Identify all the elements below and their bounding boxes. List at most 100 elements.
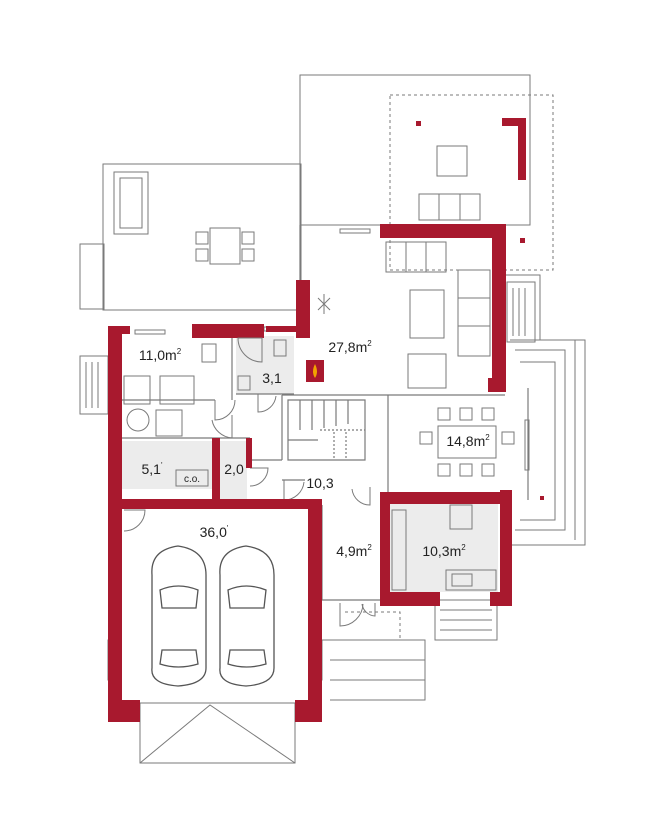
kitchen-steps-lines bbox=[440, 609, 492, 631]
office-desk bbox=[159, 375, 195, 405]
wall-garage-top bbox=[122, 499, 310, 509]
front-door-left bbox=[339, 603, 364, 627]
window-dining bbox=[524, 419, 530, 471]
sofa-top-lines bbox=[405, 242, 427, 272]
cars bbox=[151, 545, 275, 687]
dining-chair-2 bbox=[459, 407, 473, 421]
room-label-bathroom: 3,1 bbox=[262, 370, 282, 386]
post-1 bbox=[416, 121, 421, 126]
room-label-office: 11,0m2 bbox=[139, 347, 182, 363]
armchair bbox=[407, 353, 447, 389]
garage-driveway bbox=[139, 702, 296, 764]
wall-garage-east bbox=[308, 499, 322, 722]
post-2 bbox=[520, 238, 525, 243]
wall-pergola-post-1 bbox=[502, 118, 526, 126]
vestibule-door bbox=[351, 487, 371, 506]
terrace-chair-2 bbox=[195, 248, 209, 262]
room-label-storage: 2,0 bbox=[224, 461, 244, 477]
dining-chair-3 bbox=[481, 407, 495, 421]
wall-kitchen-top bbox=[380, 492, 510, 504]
storage-door bbox=[249, 467, 269, 487]
pergola-bench bbox=[418, 193, 481, 221]
terrace-outlines bbox=[79, 74, 586, 764]
office-chair-2 bbox=[155, 409, 183, 437]
hall-doors bbox=[250, 459, 305, 481]
wall-living-west bbox=[296, 280, 310, 338]
room-label-boiler: 5,1' bbox=[142, 461, 163, 477]
upper-right-terrace bbox=[299, 74, 531, 226]
kitchen-fill bbox=[390, 498, 498, 592]
window-office-top bbox=[134, 329, 166, 335]
terrace-chair-4 bbox=[241, 248, 255, 262]
terrace-chair-3 bbox=[241, 231, 255, 245]
car-left bbox=[151, 545, 207, 687]
terrace-chair-1 bbox=[195, 231, 209, 245]
wall-kitchen-west bbox=[380, 492, 390, 602]
pergola-bench-lines bbox=[438, 194, 461, 220]
boiler-unit bbox=[175, 469, 209, 487]
shower-icon bbox=[237, 337, 263, 363]
rear-terrace bbox=[102, 163, 302, 311]
wall-garage-bottom-left bbox=[108, 700, 140, 722]
sofa-right bbox=[457, 269, 491, 357]
kitchen-counter-bottom bbox=[445, 569, 497, 591]
wall-bath-top bbox=[266, 326, 302, 332]
car-right-windshield bbox=[227, 585, 267, 609]
bathroom-fill bbox=[236, 336, 294, 394]
fireplace-flame-icon bbox=[313, 364, 317, 378]
car-left-windshield bbox=[159, 585, 199, 609]
rear-terrace-step bbox=[79, 243, 105, 310]
room-label-vestibule: 4,9m2 bbox=[336, 543, 372, 559]
car-left-rear bbox=[159, 649, 199, 668]
garage-door-swing bbox=[139, 704, 296, 764]
dining-chair-8 bbox=[501, 431, 515, 445]
dining-chair-7 bbox=[419, 431, 433, 445]
stair-treads bbox=[288, 400, 349, 441]
front-door-right bbox=[361, 603, 376, 617]
structural-walls bbox=[108, 118, 526, 722]
kitchen-sink bbox=[451, 573, 473, 587]
wall-kitchen-bottom-right bbox=[490, 592, 512, 606]
planter-inner bbox=[119, 177, 143, 229]
bath-door bbox=[257, 394, 277, 413]
wall-living-top-right bbox=[380, 224, 504, 238]
post-3 bbox=[540, 496, 544, 500]
wall-garage-bottom-right bbox=[295, 700, 322, 722]
sofa-top bbox=[385, 241, 447, 273]
room-label-kitchen: 10,3m2 bbox=[422, 543, 466, 559]
wall-garage-left-notch bbox=[108, 520, 118, 528]
boiler-room-fill bbox=[120, 441, 215, 489]
side-step-right-lines bbox=[512, 288, 526, 336]
room-label-garage: 36,0' bbox=[200, 524, 229, 540]
wc-icon bbox=[273, 339, 287, 357]
coffee-table bbox=[409, 289, 445, 339]
wall-pergola-post-2 bbox=[518, 118, 526, 180]
sofa-right-lines bbox=[458, 297, 490, 327]
dining-chair-5 bbox=[459, 463, 473, 477]
pergola-table bbox=[436, 145, 468, 177]
kitchen-counter-left bbox=[391, 509, 407, 591]
dining-chair-1 bbox=[437, 407, 451, 421]
kitchen-counter-right bbox=[449, 504, 473, 530]
boiler-door bbox=[211, 415, 233, 439]
kitchen-steps bbox=[434, 599, 498, 641]
planter bbox=[113, 171, 149, 235]
side-step-right bbox=[506, 281, 536, 343]
wall-dining-east bbox=[500, 490, 512, 600]
wall-storage-right bbox=[246, 438, 252, 468]
dining-table bbox=[437, 425, 497, 459]
side-step-left-lines bbox=[85, 362, 99, 408]
dining-chair-4 bbox=[437, 463, 451, 477]
right-terraces-inner3 bbox=[520, 361, 556, 521]
car-right bbox=[219, 545, 275, 687]
wall-kitchen-bottom bbox=[380, 592, 440, 606]
sink-icon bbox=[237, 375, 251, 391]
room-label-hall: 10,3 bbox=[306, 475, 333, 491]
living-lamp-icon bbox=[317, 294, 331, 314]
wall-living-east-step bbox=[488, 378, 506, 392]
pergola-dashed bbox=[389, 94, 554, 271]
entry-terrace-dashed bbox=[345, 611, 401, 640]
right-terraces-inner bbox=[510, 339, 576, 540]
boiler-co-label: c.o. bbox=[184, 474, 200, 485]
